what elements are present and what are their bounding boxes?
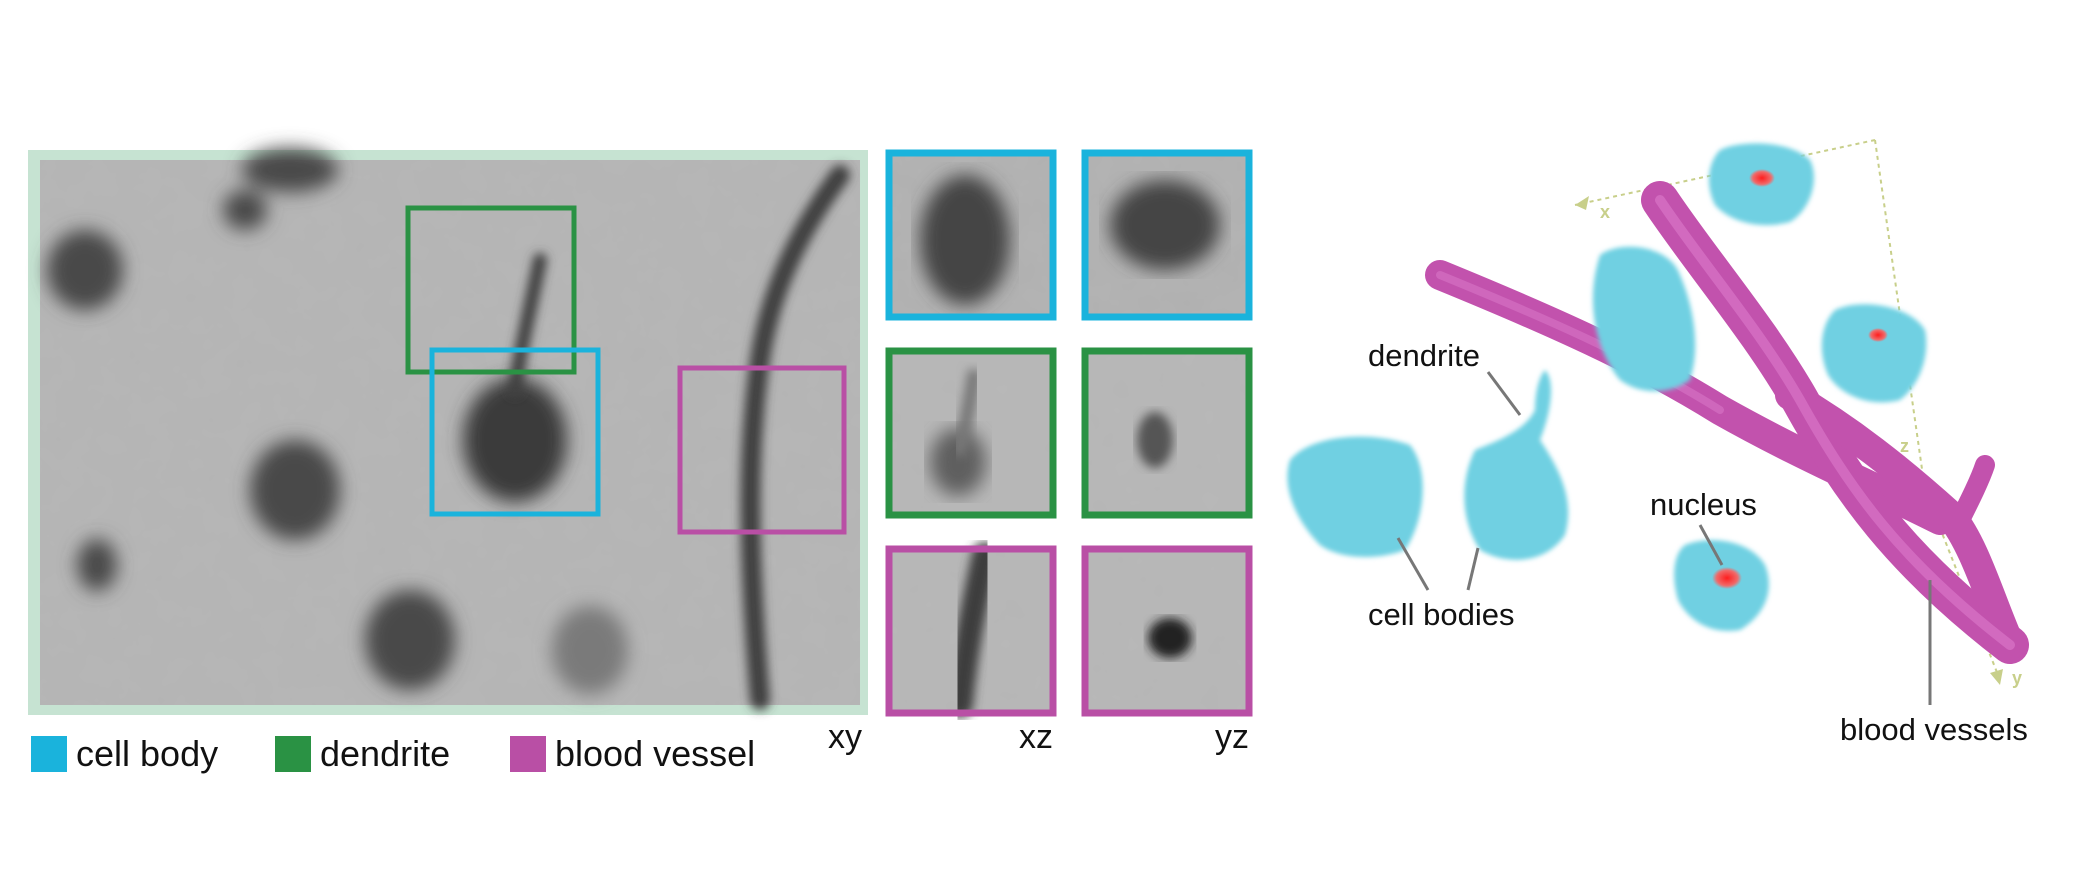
- crop-cell-body-yz: [1081, 149, 1253, 321]
- cell-bodies: [1287, 143, 1927, 631]
- nucleus-label: nucleus: [1650, 487, 1757, 522]
- legend-swatch: [31, 736, 67, 772]
- z-axis-label: z: [1900, 436, 1909, 456]
- crop-blood-vessel-yz: [1081, 545, 1253, 717]
- crop-blood-vessel-xz: [885, 542, 1057, 718]
- cell-body-center: [1592, 246, 1696, 392]
- nucleus-bottom: [1712, 567, 1742, 589]
- blood-vessels: [1425, 181, 2029, 664]
- legend-label: cell body: [76, 733, 218, 774]
- legend-label: dendrite: [320, 733, 450, 774]
- nuclei: [1712, 169, 1888, 589]
- nucleus-top: [1749, 169, 1775, 187]
- legend-item-dendrite: dendrite: [275, 733, 450, 774]
- nucleus-right: [1868, 328, 1888, 342]
- y-axis-arrow: [1990, 669, 2003, 685]
- dendrite-label: dendrite: [1368, 338, 1480, 373]
- reconstruction-3d: x z y: [1287, 139, 2029, 747]
- dendrite-callout: [1486, 371, 1522, 416]
- xy-plane-label: xy: [828, 718, 862, 756]
- nucleus-callout: [1698, 524, 1724, 566]
- cell-bodies-label: cell bodies: [1368, 597, 1514, 632]
- cell-body-left: [1287, 436, 1423, 557]
- cell-bodies-callout-right: [1466, 547, 1480, 591]
- xz-plane-label: xz: [1019, 718, 1053, 756]
- crop-dendrite-yz: [1081, 347, 1253, 519]
- yz-plane-label: yz: [1215, 718, 1249, 756]
- orthogonal-crops: xz yz: [885, 149, 1253, 756]
- legend-swatch: [510, 736, 546, 772]
- legend: cell body dendrite blood vessel: [31, 733, 755, 774]
- legend-swatch: [275, 736, 311, 772]
- callout-lines: [1396, 371, 1932, 705]
- y-axis-label: y: [2012, 668, 2022, 688]
- legend-item-blood-vessel: blood vessel: [510, 733, 755, 774]
- blood-vessels-label: blood vessels: [1840, 712, 2028, 747]
- dendrite-roi-box: [405, 205, 577, 375]
- blood-vessel-roi-box: [677, 365, 847, 535]
- cell-body-with-dendrite: [1464, 370, 1569, 560]
- x-axis-label: x: [1600, 202, 1610, 222]
- x-axis-arrow: [1575, 196, 1589, 210]
- crop-dendrite-xz: [885, 347, 1057, 519]
- xy-em-image: [40, 148, 860, 710]
- legend-label: blood vessel: [555, 733, 755, 774]
- legend-item-cell-body: cell body: [31, 733, 218, 774]
- cell-bodies-callout-left: [1396, 537, 1430, 591]
- cell-body-roi-box: [429, 347, 601, 517]
- xy-section-panel: xy: [28, 148, 868, 756]
- cell-body-right: [1821, 304, 1927, 403]
- crop-cell-body-xz: [885, 149, 1057, 321]
